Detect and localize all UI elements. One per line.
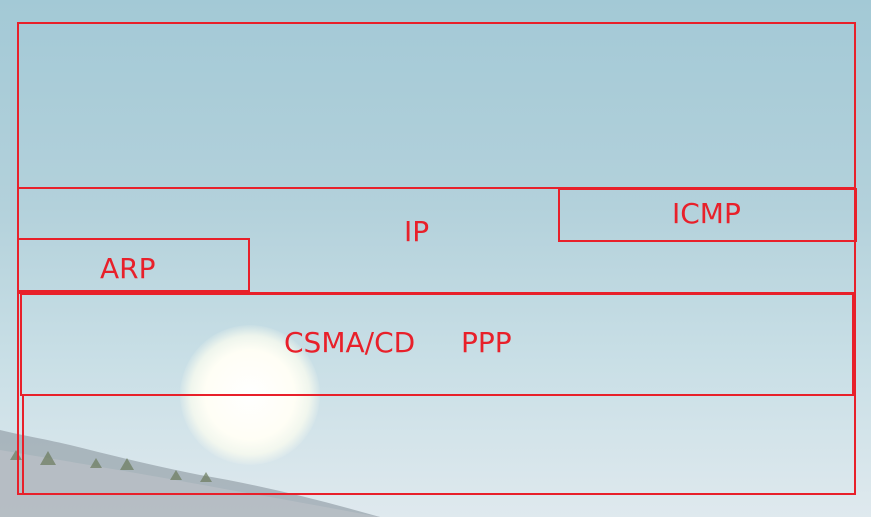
ppp-label: PPP <box>461 326 512 359</box>
link-layer-box <box>20 293 854 396</box>
icmp-label: ICMP <box>672 197 741 230</box>
hill-landscape <box>0 430 380 517</box>
ip-label: IP <box>404 215 430 248</box>
arp-box <box>17 238 250 292</box>
physical-layer-box <box>22 394 856 495</box>
icmp-box <box>558 188 857 242</box>
arp-label: ARP <box>100 252 156 285</box>
csma-cd-label: CSMA/CD <box>284 326 416 359</box>
